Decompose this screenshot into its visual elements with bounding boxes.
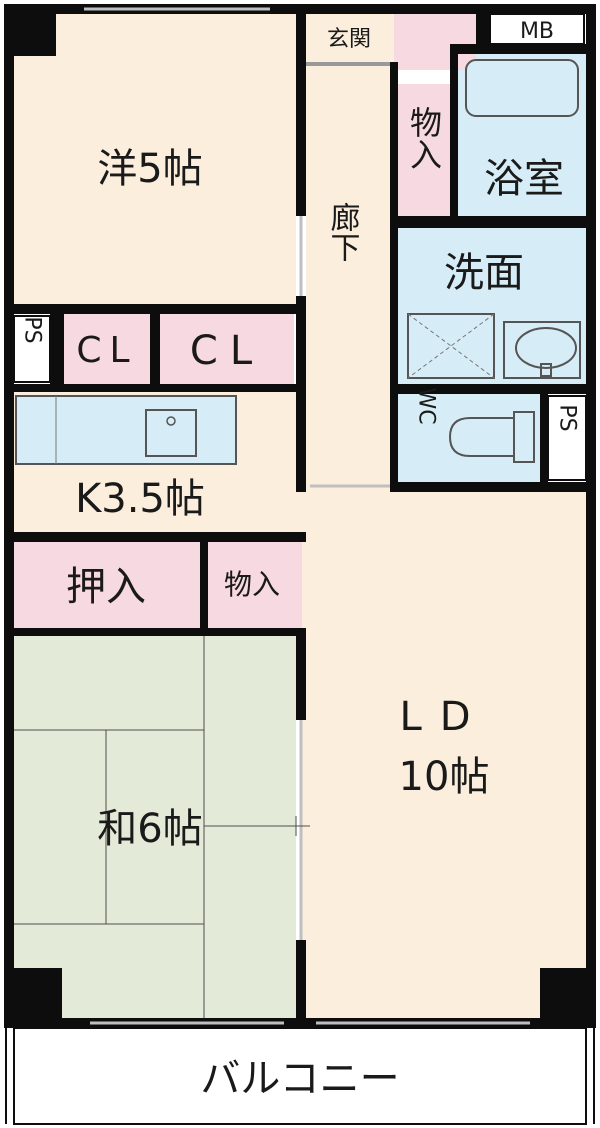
closet-1-floor — [64, 314, 150, 384]
label-living-dining-name: LD — [399, 694, 488, 740]
corridor-floor — [306, 62, 390, 486]
label-kitchen: K3.5帖 — [75, 476, 205, 522]
wc-floor — [398, 394, 540, 482]
label-closet-1: CL — [76, 330, 137, 371]
bathtub — [465, 59, 579, 117]
storage-mid-floor — [208, 542, 302, 628]
label-ps-left: PS — [20, 316, 45, 343]
label-storage-top: 物入 — [405, 106, 443, 170]
washing-machine-space — [407, 313, 495, 379]
label-japanese-room: 和6帖 — [97, 806, 202, 852]
storage-top-floor — [398, 84, 450, 216]
label-meter-box: MB — [520, 19, 554, 44]
openings — [84, 7, 530, 1025]
ps-left-box — [13, 315, 51, 383]
western-room-floor — [14, 14, 296, 304]
living-dining-floor — [300, 486, 586, 1020]
label-bathroom: 浴室 — [484, 156, 564, 202]
walls — [4, 4, 596, 1028]
ps-right-box — [547, 395, 587, 481]
kitchen-counter — [15, 395, 237, 465]
tatami-lines — [14, 636, 310, 1018]
label-wc: WC — [414, 387, 439, 424]
washbasin — [503, 321, 581, 379]
entrance-floor — [306, 14, 394, 62]
label-entrance: 玄関 — [327, 27, 371, 52]
toilet — [448, 411, 535, 463]
oshiire-floor — [14, 542, 200, 628]
label-storage-mid: 物入 — [224, 568, 280, 601]
entrance-shoebox — [394, 14, 476, 70]
label-western-room: 洋5帖 — [97, 146, 202, 192]
label-washroom: 洗面 — [444, 250, 524, 296]
label-living-dining-size: 10帖 — [399, 754, 490, 800]
label-corridor: 廊下 — [325, 202, 361, 262]
balcony — [5, 1027, 595, 1125]
label-oshiire: 押入 — [66, 564, 146, 610]
japanese-room-floor — [14, 636, 296, 1018]
label-balcony: バルコニー — [200, 1056, 399, 1102]
label-closet-2: CL — [190, 328, 264, 374]
closet-2-floor — [160, 314, 294, 384]
meter-box — [489, 13, 585, 45]
washroom-floor — [398, 228, 586, 384]
label-ps-right: PS — [555, 404, 580, 431]
